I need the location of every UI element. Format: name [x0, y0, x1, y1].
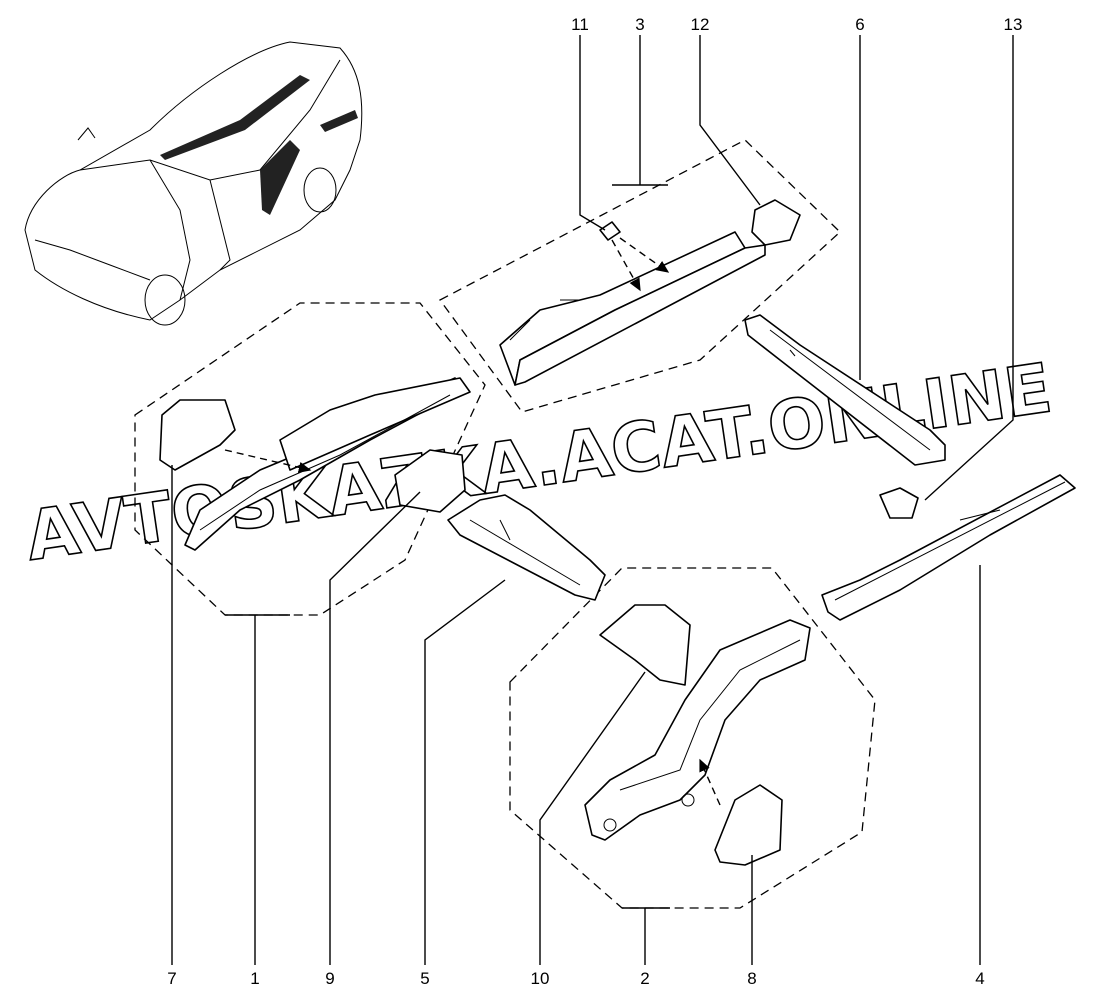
group-3-outline	[439, 139, 841, 413]
callout-7: 7	[167, 969, 176, 988]
part-9-bracket	[394, 449, 466, 513]
part-12-bracket	[751, 199, 801, 246]
part-11-bracket	[599, 221, 621, 241]
part-13-bracket	[879, 487, 919, 519]
callout-9: 9	[325, 969, 334, 988]
part-4-rear-rail	[821, 474, 1076, 621]
callout-8: 8	[747, 969, 756, 988]
part-7-bracket	[159, 399, 236, 471]
part-8-bracket	[714, 784, 783, 866]
callout-11: 11	[571, 15, 589, 34]
callout-12: 12	[691, 15, 710, 34]
leader-lines	[171, 35, 1014, 965]
callout-3: 3	[635, 15, 644, 34]
car-overview-illustration	[24, 41, 363, 326]
part-5-floor-member	[447, 494, 606, 601]
part-6-crossmember	[744, 314, 946, 466]
callout-5: 5	[420, 969, 429, 988]
part-3-sill-rail	[499, 231, 766, 386]
callout-2: 2	[640, 969, 649, 988]
part-2-rear-arch-rail	[584, 619, 811, 841]
group-1-outline	[134, 302, 486, 616]
callout-6: 6	[855, 15, 864, 34]
part-10-bracket	[599, 604, 691, 686]
callout-1: 1	[250, 969, 259, 988]
callout-10: 10	[531, 969, 550, 988]
callout-13: 13	[1004, 15, 1023, 34]
callout-4: 4	[975, 969, 984, 988]
